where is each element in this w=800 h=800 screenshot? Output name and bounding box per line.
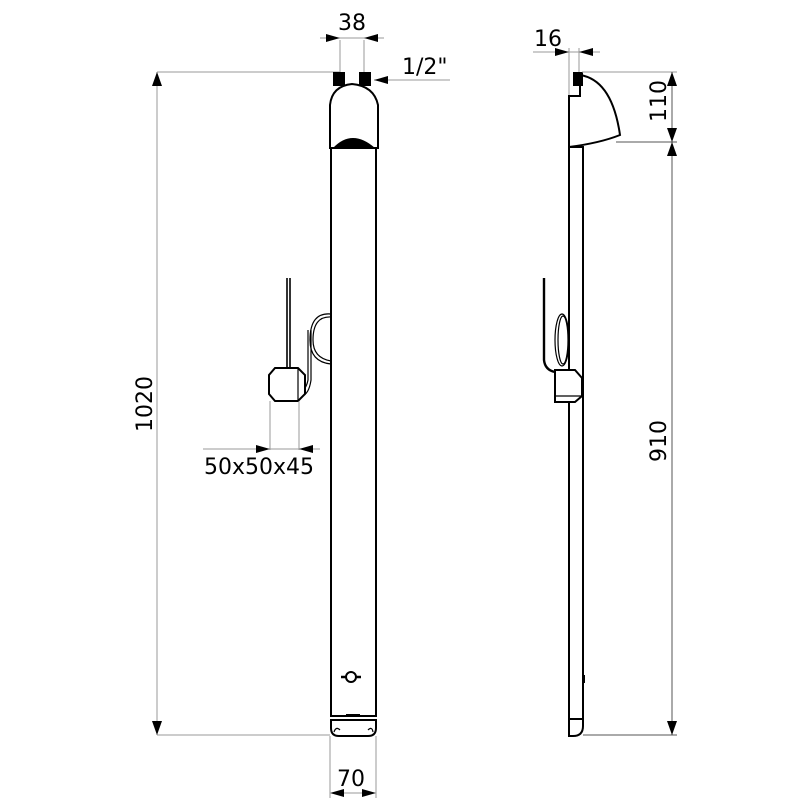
side-hose — [542, 278, 556, 374]
side-head — [568, 73, 622, 149]
dim-hand-shower-label: 50x50x45 — [204, 455, 314, 480]
dimension-hand-shower: 50x50x45 — [203, 401, 320, 480]
nozzle — [333, 138, 375, 148]
dimension-head-height: 110 — [582, 71, 677, 735]
shower-head — [329, 82, 379, 149]
hand-shower — [268, 367, 306, 402]
dimension-inlet-spacing: 38 — [320, 11, 384, 72]
dim-38-label: 38 — [338, 11, 366, 36]
inlet-right — [359, 72, 371, 86]
dimension-wall-offset: 16 — [533, 27, 600, 120]
side-view: 16 110 910 — [533, 27, 677, 737]
side-knob — [582, 675, 585, 683]
dimension-inlet-thread: 1/2" — [374, 55, 450, 84]
hose-loop — [309, 313, 332, 365]
side-hand-shower — [554, 369, 583, 403]
dimension-panel-width: 70 — [329, 736, 377, 798]
dimension-body-height: 910 — [583, 420, 677, 736]
indicator-slot — [346, 714, 360, 717]
side-inlet — [573, 72, 583, 86]
front-view: 1020 38 1/2" — [133, 11, 450, 798]
dim-thread-label: 1/2" — [402, 55, 448, 80]
inlet-left — [333, 72, 345, 86]
panel-body — [330, 147, 377, 717]
dim-910-label: 910 — [647, 420, 672, 462]
control-knob-icon — [341, 671, 361, 683]
dim-110-label: 110 — [647, 80, 672, 122]
panel-bottom-cap — [330, 719, 377, 737]
dim-1020-label: 1020 — [133, 376, 158, 432]
dim-70-label: 70 — [337, 767, 365, 792]
side-panel-body — [568, 146, 584, 720]
dimension-total-height: 1020 — [133, 71, 340, 736]
dim-16-label: 16 — [534, 27, 562, 52]
side-bottom-cap — [568, 718, 584, 737]
